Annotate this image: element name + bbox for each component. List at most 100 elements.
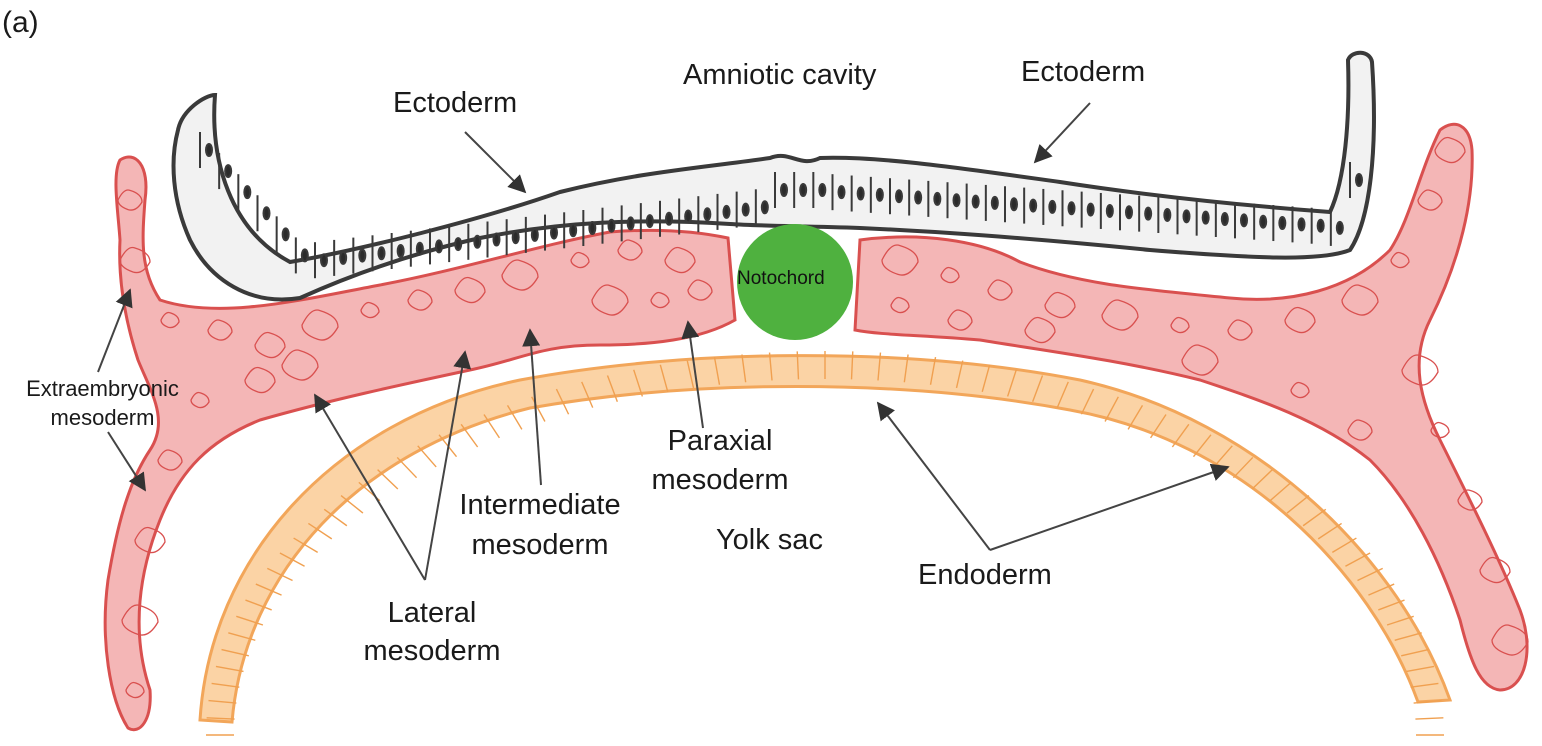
endoderm-cell-wall [1415, 717, 1444, 720]
ectoderm-nucleus [224, 164, 233, 179]
endoderm-cell-wall [1401, 648, 1429, 657]
ectoderm-nucleus [990, 195, 999, 210]
endoderm-cell-wall [483, 414, 501, 439]
ectoderm-nucleus [1125, 205, 1133, 220]
endoderm-cell-wall [1378, 599, 1405, 611]
endoderm-cell-wall [1213, 445, 1233, 468]
endoderm-cell-wall [221, 648, 249, 657]
endoderm-cell-wall [1406, 665, 1435, 673]
endoderm-cell-wall [850, 351, 854, 380]
arrow-lateral-2 [424, 350, 472, 581]
mesoderm-cell [157, 449, 183, 471]
mesoderm-cell [134, 526, 166, 554]
endoderm-cell-wall [1410, 682, 1439, 688]
arrow-intermediate [522, 328, 542, 486]
label-intermediate-line1: Intermediate [459, 489, 621, 521]
ectoderm-nucleus [492, 232, 501, 247]
endoderm-cell-wall [396, 456, 418, 479]
ectoderm-nucleus [741, 202, 750, 217]
mesoderm-cell [664, 246, 696, 274]
label-ectoderm-left: Ectoderm [393, 87, 518, 119]
ectoderm-nucleus [1182, 209, 1191, 224]
endoderm-cell-wall [1413, 699, 1442, 704]
endoderm-cell-wall [606, 375, 618, 402]
endoderm-cell-wall [323, 508, 348, 527]
endoderm-cell-wall [215, 665, 244, 673]
label-intermediate-line2: mesoderm [471, 529, 609, 561]
arrow-endoderm-2 [989, 463, 1230, 551]
endoderm-cell-wall [955, 360, 964, 389]
endoderm-cell-wall [929, 357, 937, 385]
mesoderm-cell [1170, 316, 1190, 334]
ectoderm-nucleus [473, 234, 482, 249]
endoderm-cell-wall [255, 583, 282, 596]
ectoderm-nucleus [358, 248, 367, 263]
mesoderm-cell [1390, 251, 1410, 269]
label-arrows [97, 102, 1230, 581]
label-endoderm: Endoderm [918, 559, 1052, 591]
mesoderm-cell [650, 291, 670, 309]
ectoderm-nucleus [818, 183, 827, 197]
ectoderm-nucleus [435, 239, 443, 254]
mesoderm-cell [1434, 136, 1466, 164]
mesoderm-cell [591, 284, 629, 316]
endoderm-cell-wall [1269, 481, 1292, 502]
endoderm-cell-wall [377, 469, 399, 490]
endoderm-cell-wall [1127, 404, 1144, 430]
ectoderm-nucleus [875, 187, 884, 202]
endoderm-cell-wall [768, 352, 773, 381]
mesoderm-cell [454, 276, 486, 304]
ectoderm-nucleus [569, 223, 578, 238]
endoderm-cell-wall [1192, 434, 1212, 458]
mesoderm-cell [207, 319, 233, 341]
endoderm-cell-wall [1357, 567, 1384, 582]
ectoderm-layer [171, 50, 1376, 302]
ectoderm-nucleus [1086, 202, 1095, 217]
mesoderm-cell [117, 189, 143, 211]
ectoderm-nucleus [1201, 210, 1210, 225]
ectoderm-nucleus [703, 207, 712, 222]
endoderm-cell-wall [1394, 632, 1422, 641]
mesoderm-cell [881, 244, 919, 276]
ectoderm-nucleus [1048, 199, 1057, 214]
endoderm-cell-wall [245, 599, 272, 611]
mesoderm-cell [1479, 556, 1511, 584]
arrow-paraxial [681, 320, 704, 429]
mesoderm-cell [1227, 319, 1253, 341]
endoderm-cell-wall [308, 522, 333, 540]
ectoderm-nucleus [588, 221, 597, 235]
endoderm-cell-wall [1386, 615, 1414, 626]
mesoderm-cell [570, 251, 590, 269]
ectoderm-nucleus [339, 250, 348, 265]
endoderm-cell-wall [1331, 537, 1357, 554]
mesoderm-cell [1491, 624, 1529, 656]
mesoderm-cell [1401, 354, 1439, 386]
arrow-extraembryonic-upper [97, 288, 133, 373]
mesoderm-cell [687, 279, 713, 301]
endoderm-cell-wall [581, 381, 594, 408]
ectoderm-nucleus [1297, 217, 1306, 232]
ectoderm-nucleus [760, 200, 769, 215]
ectoderm-nucleus [1163, 207, 1172, 222]
endoderm-cell-wall [1345, 552, 1371, 567]
endoderm-layer [198, 351, 1453, 736]
arrow-extraembryonic-lower [107, 431, 146, 492]
label-notochord: Notochord [737, 268, 825, 289]
label-yolk-sac: Yolk sac [716, 524, 823, 556]
endoderm-cell-wall [208, 699, 237, 704]
ectoderm-nucleus [914, 190, 923, 205]
endoderm-cell-wall [1080, 388, 1095, 415]
ectoderm-nucleus [550, 225, 558, 240]
ectoderm-nucleus [895, 189, 903, 204]
ectoderm-nucleus [1144, 206, 1153, 221]
ectoderm-nucleus [1355, 173, 1363, 187]
ectoderm-nucleus [1259, 214, 1268, 229]
mesoderm-cell [121, 604, 159, 636]
arrow-ectoderm-right [1033, 102, 1091, 164]
mesoderm-cell [1044, 291, 1076, 319]
ectoderm-nucleus [205, 143, 213, 157]
mesoderm-cell [190, 391, 210, 409]
arrow-lateral-1 [314, 393, 426, 581]
endoderm-cell-wall [633, 369, 644, 397]
